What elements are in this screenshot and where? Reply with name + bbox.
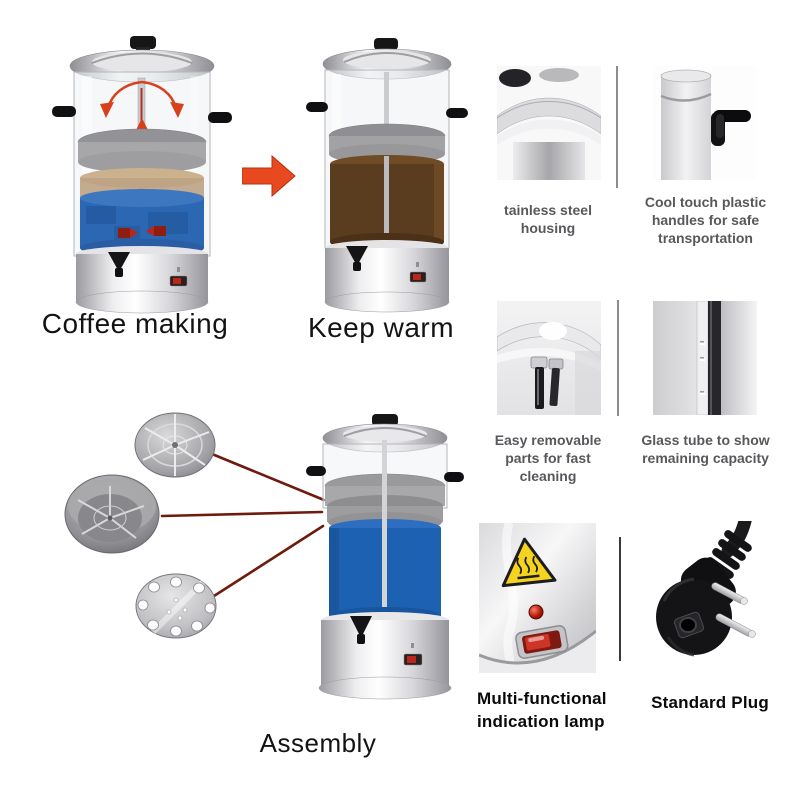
feature-caption: Cool touch plastic handles for safe tran… bbox=[644, 194, 767, 246]
coffee-making-urn-image bbox=[52, 36, 232, 314]
cool-touch-plastic-handle-image bbox=[653, 66, 757, 180]
easy-removable-parts-image bbox=[497, 301, 601, 415]
assembly-label: Assembly bbox=[259, 728, 377, 758]
feature-caption: Easy removable parts for fast cleaning bbox=[494, 432, 602, 484]
filter-basket-image bbox=[64, 474, 160, 554]
glass-level-tube-image bbox=[653, 301, 757, 415]
perforated-plate-image bbox=[135, 573, 217, 639]
feature-caption: Glass tube to show remaining capacity bbox=[641, 432, 770, 466]
column-divider bbox=[616, 66, 618, 188]
assembly-urn-image bbox=[306, 414, 464, 700]
standard-plug-image bbox=[648, 521, 773, 673]
filter-lid-image bbox=[134, 412, 216, 478]
column-divider bbox=[619, 537, 621, 661]
arrow-right-icon bbox=[242, 155, 296, 197]
assembly-connector-lines bbox=[160, 452, 326, 598]
feature-caption: Standard Plug bbox=[651, 693, 769, 712]
stainless-steel-housing-image bbox=[497, 66, 601, 180]
feature-caption: tainless steel housing bbox=[504, 202, 592, 236]
coffee-making-label: Coffee making bbox=[41, 308, 229, 339]
keep-warm-urn-image bbox=[306, 38, 468, 313]
column-divider bbox=[617, 300, 619, 416]
keep-warm-label: Keep warm bbox=[307, 312, 455, 343]
indication-lamp-image bbox=[479, 523, 596, 673]
feature-caption: Multi-functional indication lamp bbox=[477, 689, 607, 731]
